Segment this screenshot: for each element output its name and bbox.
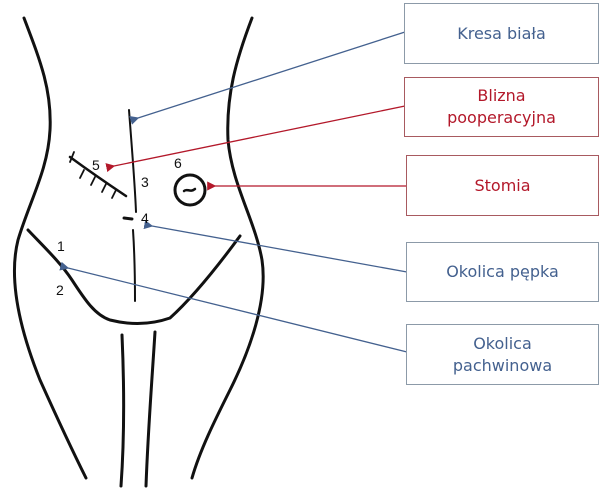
label-kresa-biala: Kresa biała bbox=[404, 3, 599, 64]
label-text: Okolica pępka bbox=[446, 262, 559, 281]
label-text: Kresa biała bbox=[457, 23, 546, 43]
label-okolica-pachwinowa: Okolica pachwinowa bbox=[406, 324, 599, 385]
marker-1: 1 bbox=[57, 238, 65, 254]
marker-2: 2 bbox=[56, 282, 64, 298]
marker-6: 6 bbox=[174, 155, 182, 171]
label-text: Blizna pooperacyjna bbox=[447, 86, 556, 127]
label-okolica-pepka: Okolica pępka bbox=[406, 242, 599, 302]
label-stomia: Stomia bbox=[406, 155, 599, 216]
label-text: Stomia bbox=[474, 175, 531, 195]
marker-5: 5 bbox=[92, 157, 100, 173]
marker-4: 4 bbox=[141, 210, 149, 226]
label-blizna-pooperacyjna: Blizna pooperacyjna bbox=[404, 77, 599, 137]
label-text: Okolica pachwinowa bbox=[452, 333, 553, 375]
marker-3: 3 bbox=[141, 174, 149, 190]
